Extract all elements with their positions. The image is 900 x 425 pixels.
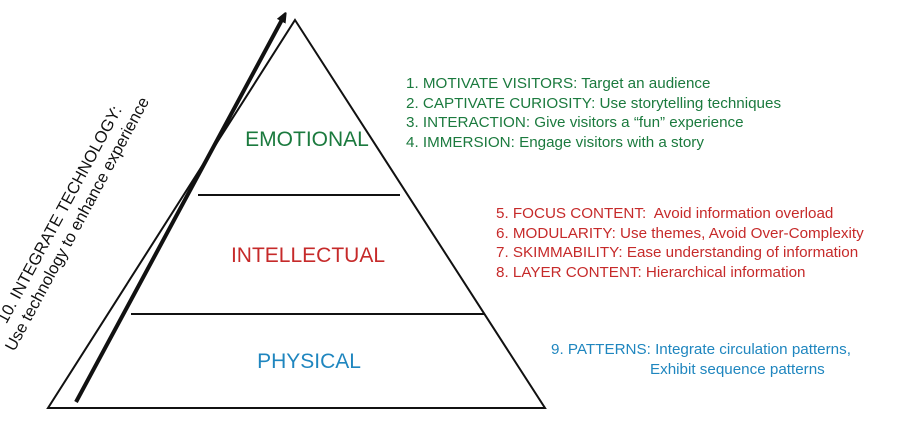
emotional-item-1: 1. MOTIVATE VISITORS: Target an audience bbox=[406, 75, 711, 92]
level-label-intellectual: INTELLECTUAL bbox=[231, 244, 385, 267]
arrow-text-line1: 10. INTEGRATE TECHNOLOGY: bbox=[0, 103, 126, 327]
intellectual-item-8: 8. LAYER CONTENT: Hierarchical informati… bbox=[496, 263, 806, 281]
emotional-item-4: 4. IMMERSION: Engage visitors with a sto… bbox=[406, 133, 704, 151]
technology-arrow bbox=[74, 16, 284, 403]
intellectual-item-6: 6. MODULARITY: Use themes, Avoid Over-Co… bbox=[496, 224, 864, 242]
intellectual-items-list: 5. FOCUS CONTENT: Avoid information over… bbox=[496, 204, 864, 282]
emotional-items-list: 1. MOTIVATE VISITORS: Target an audience… bbox=[406, 74, 781, 152]
intellectual-item-5: 5. FOCUS CONTENT: Avoid information over… bbox=[496, 205, 834, 222]
level-label-emotional: EMOTIONAL bbox=[245, 128, 369, 151]
emotional-item-3: 3. INTERACTION: Give visitors a “fun” ex… bbox=[406, 114, 744, 131]
physical-item-9-continuation: Exhibit sequence patterns bbox=[650, 360, 825, 378]
level-label-physical: PHYSICAL bbox=[257, 350, 361, 373]
intellectual-item-7: 7. SKIMMABILITY: Ease understanding of i… bbox=[496, 244, 859, 261]
physical-items-list: 9. PATTERNS: Integrate circulation patte… bbox=[551, 340, 851, 379]
physical-item-9: 9. PATTERNS: Integrate circulation patte… bbox=[551, 341, 851, 358]
pyramid-outline bbox=[46, 18, 547, 409]
emotional-item-2: 2. CAPTIVATE CURIOSITY: Use storytelling… bbox=[406, 94, 782, 112]
